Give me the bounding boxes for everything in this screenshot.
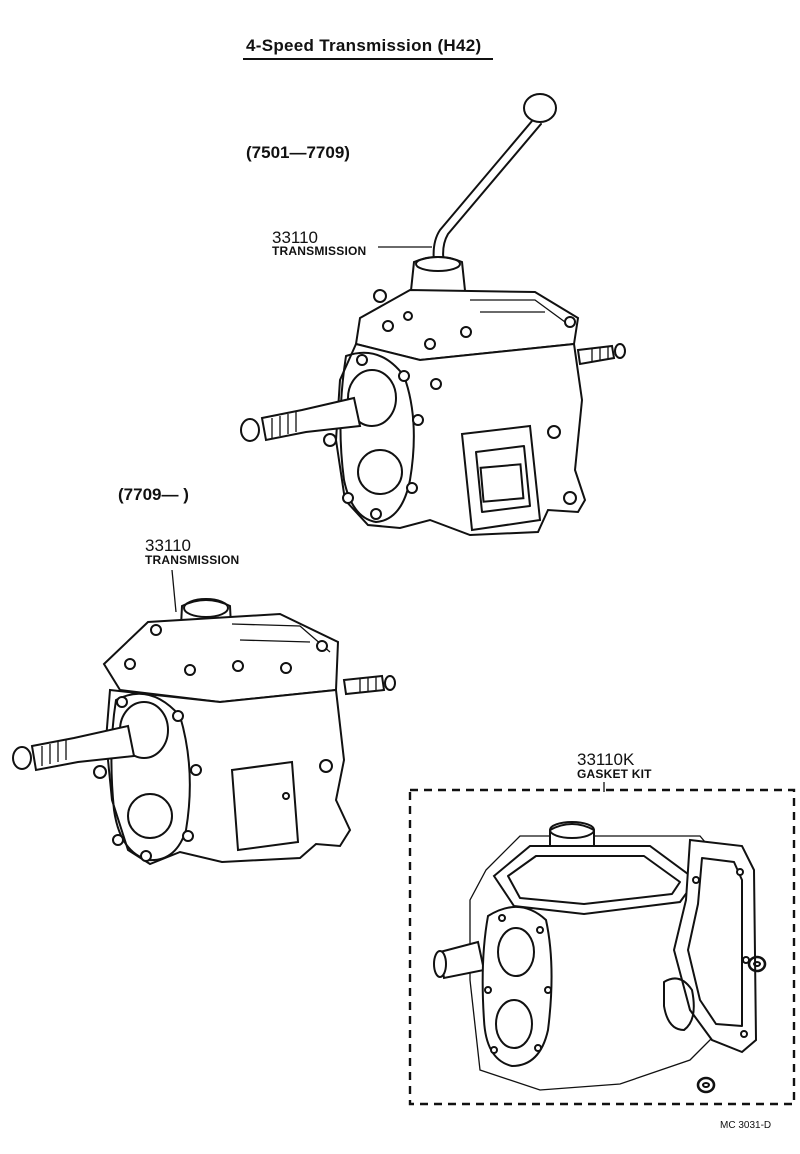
late-side-plate — [230, 760, 300, 852]
late-date-range: (7709— ) — [118, 485, 189, 504]
shift-knob — [523, 93, 557, 123]
diagram-title: 4-Speed Transmission (H42) — [246, 36, 482, 55]
shift-lever — [432, 93, 557, 265]
front-bearing-retainer — [347, 369, 397, 427]
transmission-late-drawing — [12, 569, 396, 866]
gasket-part-name: GASKET KIT — [577, 767, 652, 781]
side-gasket — [672, 838, 758, 1054]
output-shaft — [576, 344, 616, 366]
title-underline — [243, 58, 493, 60]
early-part-number: 33110 — [272, 228, 319, 247]
late-part-number: 33110 — [145, 536, 192, 555]
gasket-kit-box — [408, 788, 796, 1106]
gasket-kit-drawing — [408, 782, 796, 1106]
o-ring-upper — [747, 955, 767, 973]
transmission-early-drawing — [240, 93, 626, 537]
late-part-name: TRANSMISSION — [145, 553, 240, 567]
late-top-cover — [102, 612, 340, 704]
o-ring-lower — [696, 1076, 716, 1094]
early-date-range: (7501—7709) — [246, 143, 350, 162]
gasket-part-number: 33110K — [577, 750, 635, 769]
input-shaft — [260, 396, 362, 442]
late-leader-line — [171, 569, 177, 613]
early-part-name: TRANSMISSION — [272, 244, 367, 258]
reference-code: MC 3031-D — [720, 1120, 772, 1131]
late-output-shaft — [342, 674, 386, 696]
